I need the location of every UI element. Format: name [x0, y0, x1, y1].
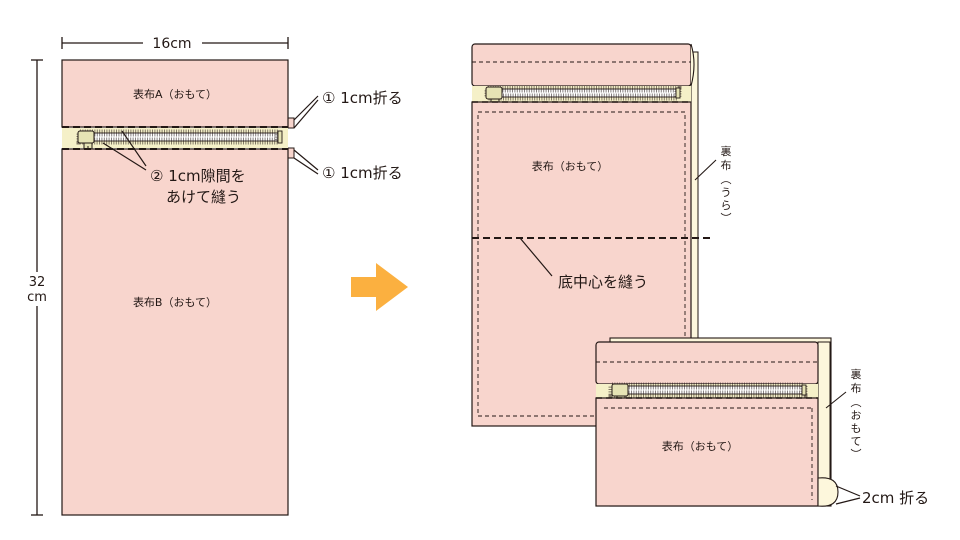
fold-note-top: ① 1cm折る: [322, 89, 403, 107]
fold-2cm-note: 2cm 折る: [862, 489, 929, 507]
middle-lining-char: ︶: [721, 212, 732, 225]
right-lining-label: 裏 布 ︵ お も て ︶: [851, 367, 862, 461]
fabric-b: [61, 148, 289, 516]
middle-lining-char: 裏: [721, 144, 732, 158]
middle-lining-char: ら: [721, 199, 732, 212]
middle-top-band: [471, 43, 692, 87]
right-lining-char: お: [851, 409, 862, 422]
middle-lining-char: う: [721, 186, 732, 199]
fabric-a-label: 表布A（おもて）: [133, 87, 217, 101]
right-panel: 表布（おもて） 2cm 折る 裏 布 ︵ お も て ︶: [595, 337, 929, 507]
left-panel: 16cm 32 cm 表布A（おもて）: [27, 36, 403, 516]
gap-note-line1: ② 1cm隙間を: [150, 167, 246, 185]
right-top-band: [595, 341, 819, 385]
right-lining-char: も: [851, 422, 862, 435]
gap-note-line2: あけて縫う: [166, 188, 241, 206]
height-label-unit: cm: [27, 290, 47, 305]
fold-tab-top: [287, 117, 295, 129]
width-dimension: 16cm: [61, 36, 289, 52]
height-label-number: 32: [29, 275, 46, 290]
right-lining-char: ︶: [851, 448, 862, 461]
right-outer-label: 表布（おもて）: [662, 439, 739, 453]
fold-tab-bottom: [287, 147, 295, 159]
fold-note-bottom: ① 1cm折る: [322, 164, 403, 182]
middle-seam-allowance: [477, 111, 686, 417]
right-fold-corner: [817, 477, 839, 507]
right-arrow-icon: [351, 263, 408, 311]
right-lining-char: 裏: [851, 367, 862, 381]
height-dimension: 32 cm: [27, 59, 47, 516]
width-label: 16cm: [152, 36, 191, 52]
middle-lining-label: 裏 布 ︵ う ら ︶: [721, 144, 732, 225]
fabric-a: [61, 59, 289, 128]
right-lining-char: て: [851, 435, 862, 448]
right-lining-char: ︵: [851, 396, 862, 409]
right-body: [595, 397, 819, 507]
middle-lining-char: 布: [721, 159, 732, 172]
right-lining-char: 布: [851, 382, 862, 395]
middle-outer-label: 表布（おもて）: [532, 159, 609, 173]
fabric-b-label: 表布B（おもて）: [133, 295, 217, 309]
middle-lining-char: ︵: [721, 173, 732, 186]
middle-zipper: [472, 85, 691, 113]
right-zipper: [596, 382, 818, 410]
bottom-center-note: 底中心を縫う: [558, 273, 648, 291]
